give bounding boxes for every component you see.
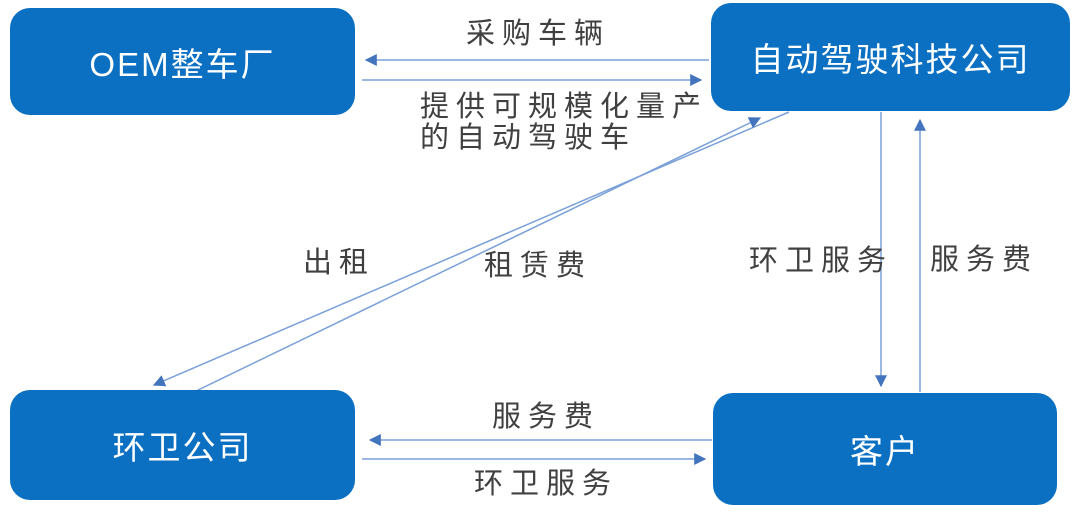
edge-label-provide-vehicles-line1: 提供可规模化量产 <box>420 91 709 123</box>
edge-label-rental-fee: 租赁费 <box>484 250 593 282</box>
edge-label-provide-vehicles: 提供可规模化量产 的自动驾驶车 <box>420 92 720 154</box>
edge-label-sanitation-service-mid: 环卫服务 <box>749 245 894 277</box>
node-oem-factory: OEM整车厂 <box>10 8 355 115</box>
edge-label-purchase-vehicles: 采购车辆 <box>466 18 611 50</box>
edge-label-rent-out: 出租 <box>303 247 376 279</box>
node-sanitation-company: 环卫公司 <box>10 390 355 500</box>
arrow-rent-out <box>152 111 790 387</box>
edge-label-provide-vehicles-line2: 的自动驾驶车 <box>420 122 637 154</box>
edge-label-sanitation-service-bottom: 环卫服务 <box>474 468 619 500</box>
node-customer-label: 客户 <box>850 433 920 470</box>
edge-label-service-fee-bottom: 服务费 <box>492 401 601 433</box>
edge-label-service-fee-mid: 服务费 <box>930 244 1039 276</box>
arrow-rental-fee <box>193 117 762 393</box>
node-customer: 客户 <box>713 393 1057 505</box>
node-sanitation-company-label: 环卫公司 <box>112 429 253 466</box>
node-autonomous-driving-company: 自动驾驶科技公司 <box>711 3 1070 111</box>
node-oem-factory-label: OEM整车厂 <box>89 45 276 83</box>
node-autonomous-driving-company-label: 自动驾驶科技公司 <box>750 41 1031 78</box>
